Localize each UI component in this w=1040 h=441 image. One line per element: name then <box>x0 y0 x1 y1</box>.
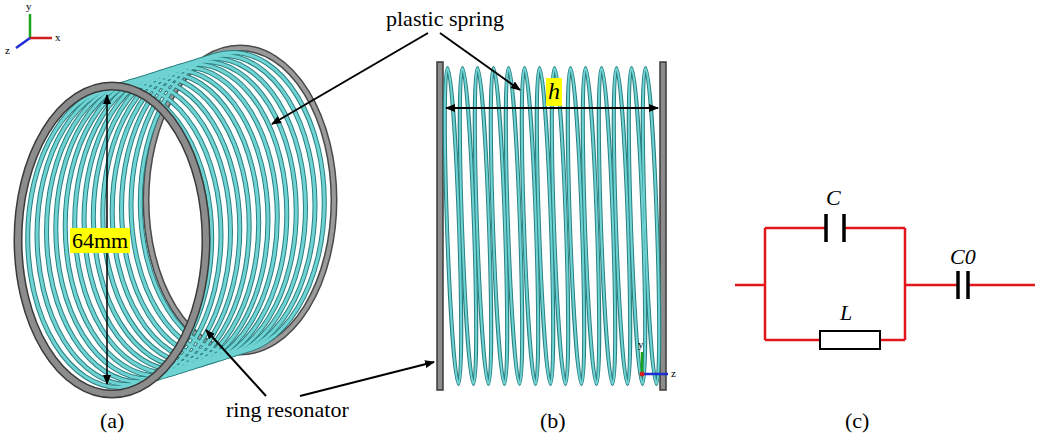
ring-resonator-side <box>437 62 443 390</box>
axis-label: y <box>638 338 644 351</box>
part-label: ring resonator <box>226 397 349 422</box>
component-label: L <box>840 300 852 325</box>
dimension-arrow <box>446 107 658 109</box>
ring-resonator-front <box>18 86 206 394</box>
axis-label: x <box>55 31 61 44</box>
dimension-label: h <box>546 78 562 106</box>
plastic-spring-side <box>441 68 662 384</box>
subfigure-label: (c) <box>845 408 869 433</box>
component-label: C <box>826 185 841 210</box>
axis-label: z <box>671 367 676 380</box>
subfigure-label: (a) <box>100 408 124 433</box>
capacitor-symbol <box>958 271 968 299</box>
axis-label: z <box>5 44 10 57</box>
axis-triad <box>16 14 52 48</box>
circuit-wires <box>735 228 1035 340</box>
subfigure-label: (b) <box>540 408 566 433</box>
dimension-label: 64mm <box>70 228 130 253</box>
axis-triad <box>640 352 669 377</box>
component-label: C0 <box>950 244 976 269</box>
inductor-symbol <box>820 331 880 349</box>
axis-label: y <box>26 0 32 13</box>
leader-arrow <box>206 33 520 396</box>
capacitor-symbol <box>826 214 844 242</box>
part-label: plastic spring <box>386 6 504 31</box>
